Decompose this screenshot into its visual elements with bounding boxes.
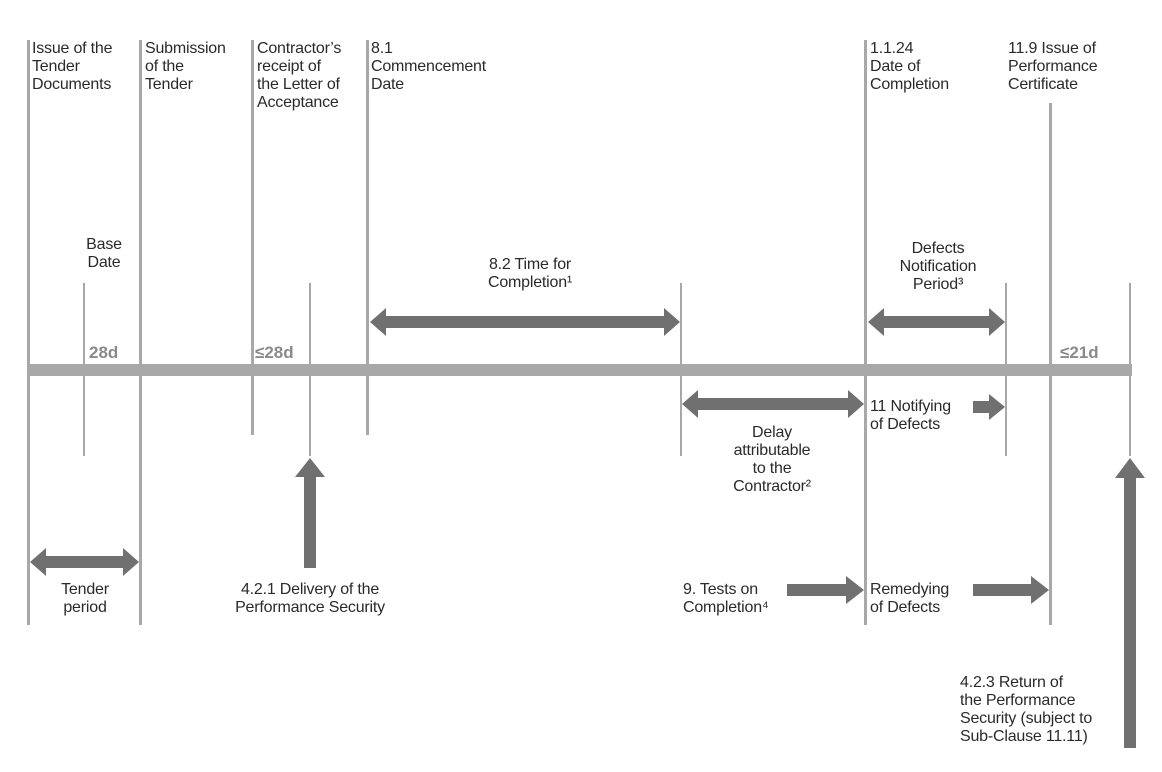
- label-remedying-defects: Remedying of Defects: [870, 581, 950, 616]
- milestone-line-performance-certificate: [1049, 103, 1052, 625]
- milestone-line-completion: [864, 40, 867, 625]
- duration-return-21d: ≤21d: [1060, 343, 1099, 362]
- label-delay-attributable: Delay attributable to the Contractor²: [733, 424, 811, 495]
- header-date-of-completion: 1.1.24 Date of Completion: [870, 40, 949, 93]
- marker-line-base-date: [83, 283, 85, 456]
- label-tender-period: Tender period: [61, 581, 109, 616]
- tests-on-completion-arrow: [787, 576, 864, 604]
- label-time-for-completion: 8.2 Time for Completion¹: [487, 256, 573, 291]
- delay-arrow: [682, 390, 864, 418]
- label-defects-notification-period: Defects Notification Period³: [899, 240, 977, 293]
- milestone-line-issue-tender: [27, 40, 30, 625]
- label-return-performance-security: 4.2.3 Return of the Performance Security…: [960, 674, 1093, 745]
- main-timeline-bar: [27, 364, 1132, 376]
- header-performance-certificate: 11.9 Issue of Performance Certificate: [1008, 40, 1098, 93]
- milestone-line-submission: [139, 40, 142, 625]
- security-delivery-arrow: [295, 458, 325, 568]
- header-commencement-date: 8.1 Commencement Date: [371, 40, 486, 93]
- tender-period-arrow: [30, 548, 139, 576]
- milestone-line-commencement: [366, 40, 369, 435]
- notifying-defects-arrow: [973, 394, 1005, 420]
- label-notifying-defects: 11 Notifying of Defects: [870, 398, 951, 433]
- label-base-date: Base Date: [86, 236, 122, 271]
- time-for-completion-arrow: [370, 308, 680, 336]
- marker-line-security-delivery: [309, 283, 311, 456]
- defects-period-arrow: [868, 308, 1005, 336]
- label-performance-security-delivery: 4.2.1 Delivery of the Performance Securi…: [235, 581, 385, 616]
- marker-line-defects-period-end: [1005, 283, 1007, 456]
- remedying-defects-arrow: [973, 576, 1049, 604]
- marker-line-return-security: [1129, 283, 1131, 456]
- return-security-arrow: [1115, 458, 1145, 748]
- header-submission-tender: Submission of the Tender: [145, 40, 226, 93]
- duration-acceptance-28d: ≤28d: [255, 343, 294, 362]
- milestone-line-letter-acceptance: [251, 40, 254, 435]
- duration-base-28d: 28d: [89, 343, 119, 362]
- header-letter-of-acceptance: Contractor’s receipt of the Letter of Ac…: [257, 40, 342, 111]
- marker-line-time-for-completion-end: [680, 283, 682, 456]
- header-issue-tender-documents: Issue of the Tender Documents: [32, 40, 113, 93]
- label-tests-on-completion: 9. Tests on Completion⁴: [683, 581, 769, 616]
